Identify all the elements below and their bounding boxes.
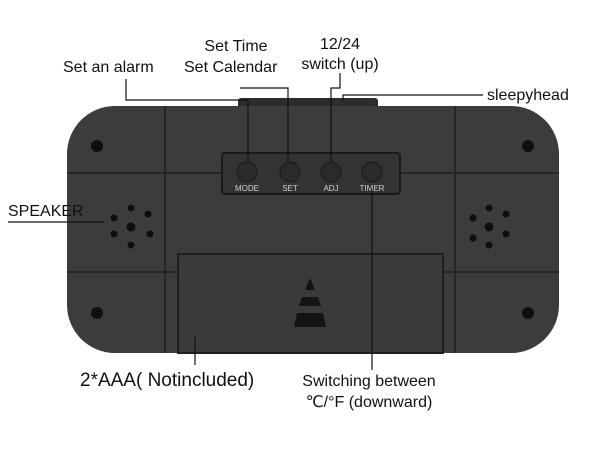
screw-hole [522,140,534,152]
screw-hole [91,140,103,152]
label-sleepyhead: sleepyhead [487,87,569,104]
button-label-adj: ADJ [323,184,339,193]
mode-button [236,161,258,183]
label-temp-switch-line1: Switching between [302,373,436,390]
label-1224-switch-line2: switch (up) [301,56,379,73]
label-1224-switch-line1: 12/24 [319,36,361,53]
screw-holes [91,140,534,319]
buttons [236,161,383,183]
label-set-calendar: Set Calendar [184,59,278,76]
speaker-grille-left [110,204,154,249]
leader-lines [8,73,483,370]
timer-button [361,161,383,183]
label-battery: 2*AAA( Notincluded) [80,370,255,391]
button-panel [221,152,401,195]
button-label-timer: TIMER [359,184,385,193]
button-label-mode: MODE [235,184,259,193]
set-button [279,161,301,183]
label-speaker: SPEAKER [8,203,84,220]
label-set-time: Set Time [204,38,268,55]
button-label-set: SET [282,184,298,193]
battery-cover-arrow-icon [294,278,326,327]
label-temp-switch-line2: ℃/°F (downward) [305,394,433,411]
adj-button [320,161,342,183]
screw-hole [522,307,534,319]
label-set-alarm: Set an alarm [63,59,154,76]
speaker-grille-right [469,204,510,249]
screw-hole [91,307,103,319]
